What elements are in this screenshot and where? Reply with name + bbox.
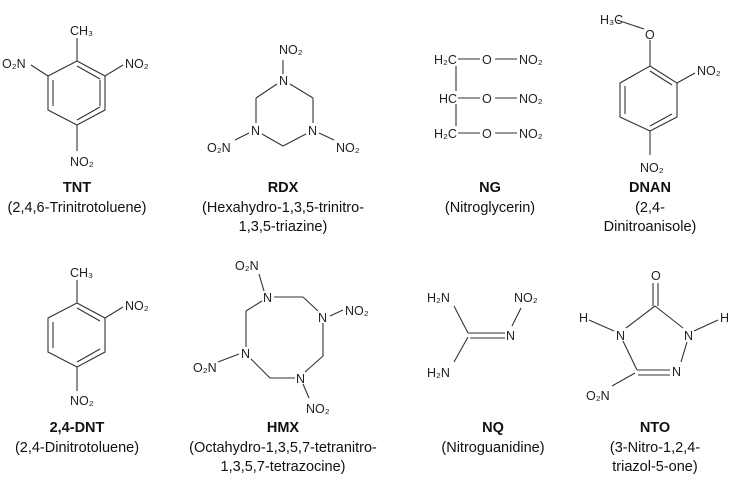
atom-label: NO₂ (279, 43, 303, 57)
atom-label: NO₂ (519, 127, 543, 141)
molecule-abbrev: HMX (267, 420, 300, 436)
atom-label: O₂N (586, 389, 610, 403)
atom-label: N (672, 365, 681, 379)
atom-label: N (296, 372, 305, 386)
atom-label: N (263, 291, 272, 305)
atom-label: H₂N (427, 366, 450, 380)
molecule-abbrev: RDX (268, 180, 299, 196)
atom-label: O₂N (2, 57, 26, 71)
nto-bonds (588, 283, 719, 387)
atom-label: HC (439, 92, 457, 106)
molecule-rdx: NO₂ N N N O₂N NO₂ RDX (Hexahydro-1,3,5-t… (202, 43, 364, 235)
molecule-name: (2,4- (635, 200, 665, 216)
molecule-name: (Hexahydro-1,3,5-trinitro- (202, 200, 364, 216)
atom-label: N (308, 124, 317, 138)
dnt-bonds (47, 280, 124, 391)
molecule-name: 1,3,5-triazine) (239, 219, 328, 235)
molecule-dnt: CH₃ NO₂ NO₂ 2,4-DNT (2,4-Dinitrotoluene) (15, 266, 149, 456)
atom-label: NO₂ (519, 92, 543, 106)
nq-bonds (453, 305, 522, 363)
molecule-abbrev: NG (479, 180, 501, 196)
atom-label: O (482, 53, 492, 67)
atom-label: NO₂ (70, 155, 94, 169)
atom-label: NO₂ (306, 402, 330, 416)
atom-label: NO₂ (70, 394, 94, 408)
molecule-tnt: CH₃ O₂N NO₂ NO₂ TNT (2,4,6-Trinitrotolue… (2, 24, 149, 216)
molecule-name: Dinitroanisole) (604, 219, 697, 235)
atom-label: NO₂ (125, 57, 149, 71)
atom-label: N (241, 347, 250, 361)
atom-label: N (279, 74, 288, 88)
atom-label: N (318, 311, 327, 325)
atom-label: NO₂ (345, 304, 369, 318)
atom-label: NO₂ (336, 141, 360, 155)
molecule-abbrev: 2,4-DNT (50, 420, 105, 436)
atom-label: NO₂ (519, 53, 543, 67)
molecule-dnan: H₃C O NO₂ NO₂ DNAN (2,4- Dinitroanisole) (600, 13, 721, 235)
atom-label: O (651, 269, 661, 283)
molecule-abbrev: TNT (63, 180, 91, 196)
atom-label: CH₃ (70, 24, 93, 38)
hmx-bonds (217, 273, 344, 399)
molecule-name: (Nitroglycerin) (445, 200, 535, 216)
atom-label: N (251, 124, 260, 138)
atom-label: N (616, 329, 625, 343)
rdx-bonds (234, 60, 335, 147)
atom-label: NO₂ (697, 64, 721, 78)
atom-label: H₂C (434, 127, 457, 141)
atom-label: NO₂ (125, 299, 149, 313)
molecule-abbrev: NTO (640, 420, 670, 436)
molecule-name: (3-Nitro-1,2,4- (610, 440, 700, 456)
molecule-name: (Nitroguanidine) (441, 440, 544, 456)
atom-label: O (482, 127, 492, 141)
dnan-bonds (616, 19, 696, 155)
atom-label: O₂N (235, 259, 259, 273)
molecule-abbrev: DNAN (629, 180, 671, 196)
molecule-name: triazol-5-one) (612, 459, 697, 475)
molecule-hmx: O₂N N N N N NO₂ O₂N NO₂ HMX (Octahydro-1… (189, 259, 377, 475)
atom-label: NO₂ (514, 291, 538, 305)
atom-label: H₃C (600, 13, 623, 27)
molecule-name: (Octahydro-1,3,5,7-tetranitro- (189, 440, 377, 456)
atom-label: CH₃ (70, 266, 93, 280)
molecule-abbrev: NQ (482, 420, 504, 436)
tnt-bonds (30, 38, 124, 151)
molecule-name: 1,3,5,7-tetrazocine) (221, 459, 346, 475)
atom-label: H₂N (427, 291, 450, 305)
ng-bonds (455, 58, 517, 134)
atom-label: NO₂ (640, 161, 664, 175)
molecule-nq: H₂N NO₂ N H₂N NQ (Nitroguanidine) (427, 291, 545, 456)
molecule-name: (2,4,6-Trinitrotoluene) (8, 200, 147, 216)
atom-label: O₂N (193, 361, 217, 375)
atom-label: H (720, 311, 729, 325)
atom-label: O₂N (207, 141, 231, 155)
molecule-ng: H₂C O NO₂ HC O NO₂ H₂C O NO₂ NG (Nitrogl… (434, 53, 543, 216)
atom-label: H₂C (434, 53, 457, 67)
atom-label: N (684, 329, 693, 343)
atom-label: O (482, 92, 492, 106)
atom-label: N (506, 329, 515, 343)
atom-label: O (645, 28, 655, 42)
molecule-nto: O H N N H N O₂N NTO (3-Nitro-1,2,4- tria… (579, 269, 729, 475)
atom-label: H (579, 311, 588, 325)
molecule-name: (2,4-Dinitrotoluene) (15, 440, 139, 456)
